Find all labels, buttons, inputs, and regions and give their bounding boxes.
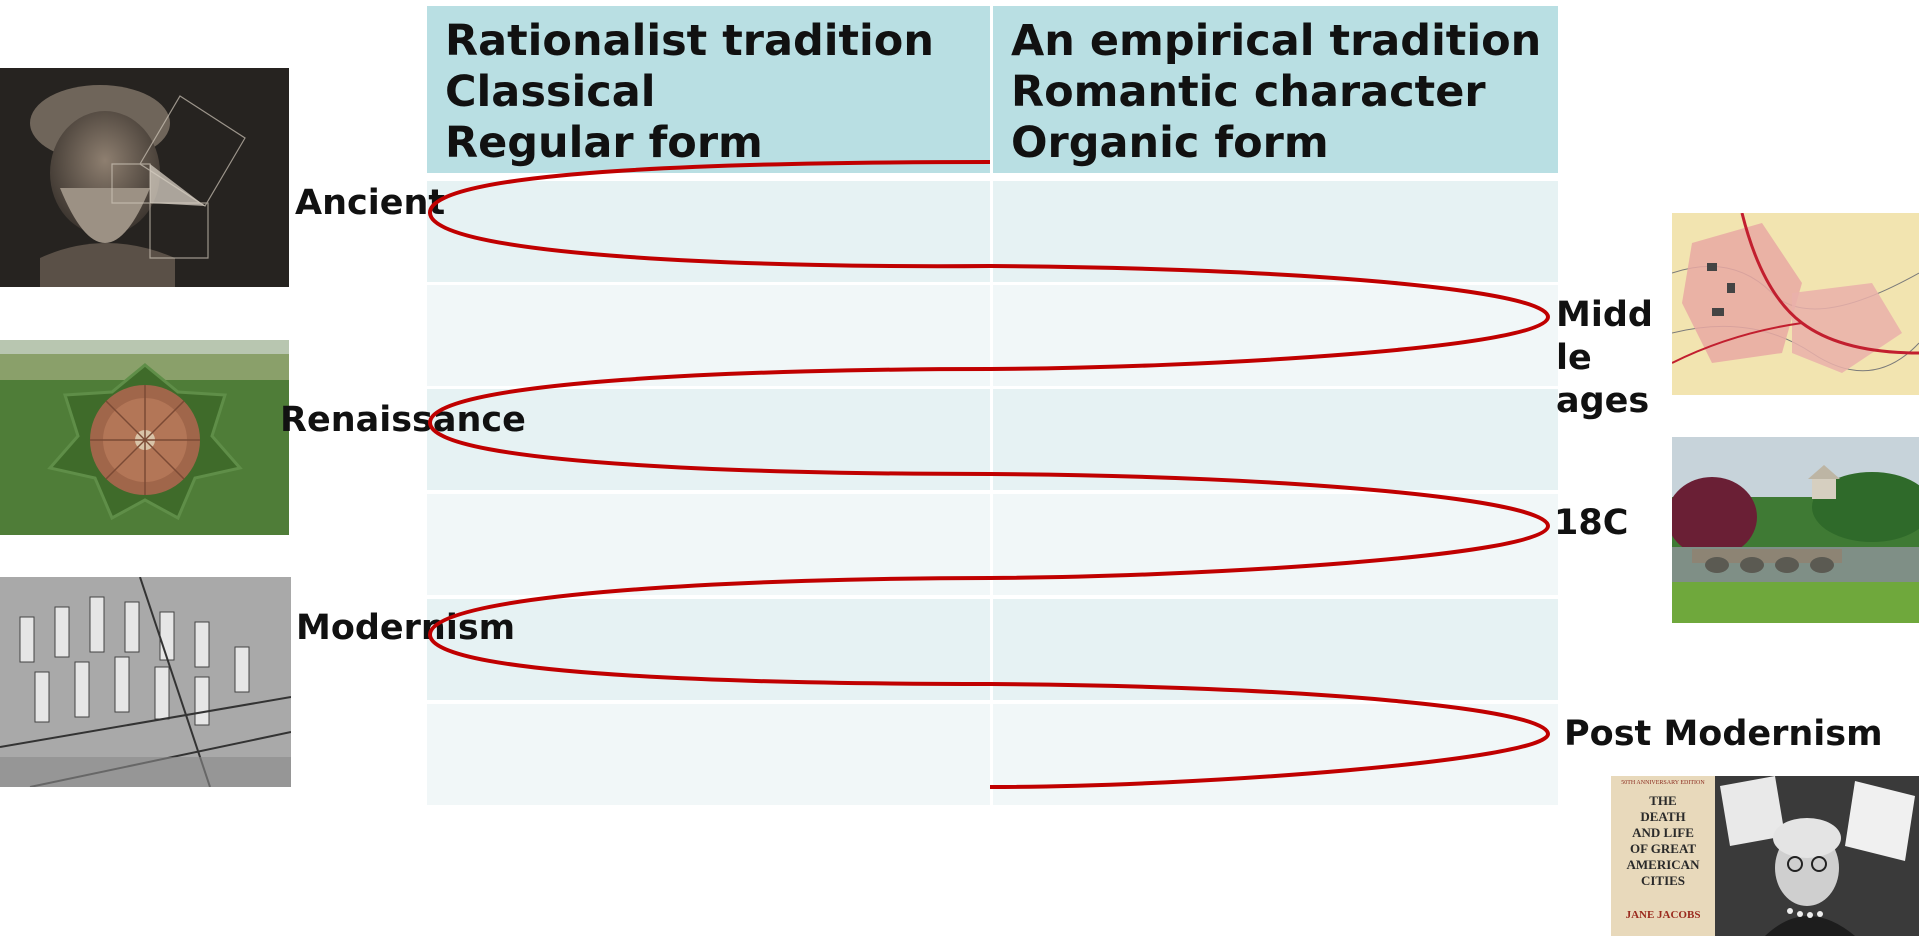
era-label-middle-ages-line: Midd: [1556, 295, 1653, 335]
era-label-18c: 18C: [1554, 503, 1629, 543]
header-empirical-text: An empirical tradition Romantic characte…: [1011, 16, 1541, 169]
era-label-middle-ages-line: le: [1556, 338, 1592, 378]
table-cell: [993, 494, 1558, 595]
header-left-line: Regular form: [445, 118, 763, 168]
era-label-middle-ages-line: ages: [1556, 381, 1650, 421]
header-rationalist-text: Rationalist tradition Classical Regular …: [445, 16, 934, 169]
book-title-line: OF GREAT: [1629, 841, 1697, 856]
era-label-renaissance: Renaissance: [280, 400, 526, 440]
header-left-line: Classical: [445, 67, 656, 117]
book-title-line: AND LIFE: [1632, 825, 1694, 840]
era-label-post-modernism: Post Modernism: [1564, 714, 1883, 754]
jane-jacobs-photo: [1715, 776, 1919, 936]
header-right-line: An empirical tradition: [1011, 16, 1542, 66]
header-left-line: Rationalist tradition: [445, 16, 934, 66]
book-title-line: DEATH: [1640, 809, 1686, 824]
era-label-ancient: Ancient: [295, 183, 446, 223]
table-cell: [993, 181, 1558, 282]
header-rationalist: Rationalist tradition Classical Regular …: [427, 6, 990, 173]
table-cell: [427, 494, 990, 595]
era-label-middle-ages: Midd le ages: [1556, 294, 1653, 423]
table-cell: [427, 285, 990, 386]
book-author: JANE JACOBS: [1625, 909, 1701, 921]
table-cell: [993, 285, 1558, 386]
table-cell: [993, 704, 1558, 805]
pythagoras-bust-image: [0, 68, 289, 287]
medieval-city-map-image: [1672, 213, 1919, 395]
book-title-line: CITIES: [1640, 873, 1686, 888]
era-label-modernism: Modernism: [296, 608, 516, 648]
book-title-line: AMERICAN: [1626, 857, 1700, 872]
header-right-line: Romantic character: [1011, 67, 1486, 117]
table-cell: [993, 599, 1558, 700]
book-edition: 50TH ANNIVERSARY EDITION: [1621, 780, 1705, 786]
book-title-line: THE: [1649, 793, 1677, 808]
table-cell: [427, 704, 990, 805]
jane-jacobs-book-cover: 50TH ANNIVERSARY EDITION THE DEATH AND L…: [1611, 776, 1715, 936]
header-empirical: An empirical tradition Romantic characte…: [993, 6, 1558, 173]
modernism-city-model-image: [0, 577, 291, 787]
comparison-table: Rationalist tradition Classical Regular …: [427, 6, 1558, 809]
table-cell: [993, 389, 1558, 490]
landscape-garden-image: [1672, 437, 1919, 623]
renaissance-star-fort-image: [0, 340, 289, 535]
table-cell: [427, 181, 990, 282]
header-right-line: Organic form: [1011, 118, 1329, 168]
